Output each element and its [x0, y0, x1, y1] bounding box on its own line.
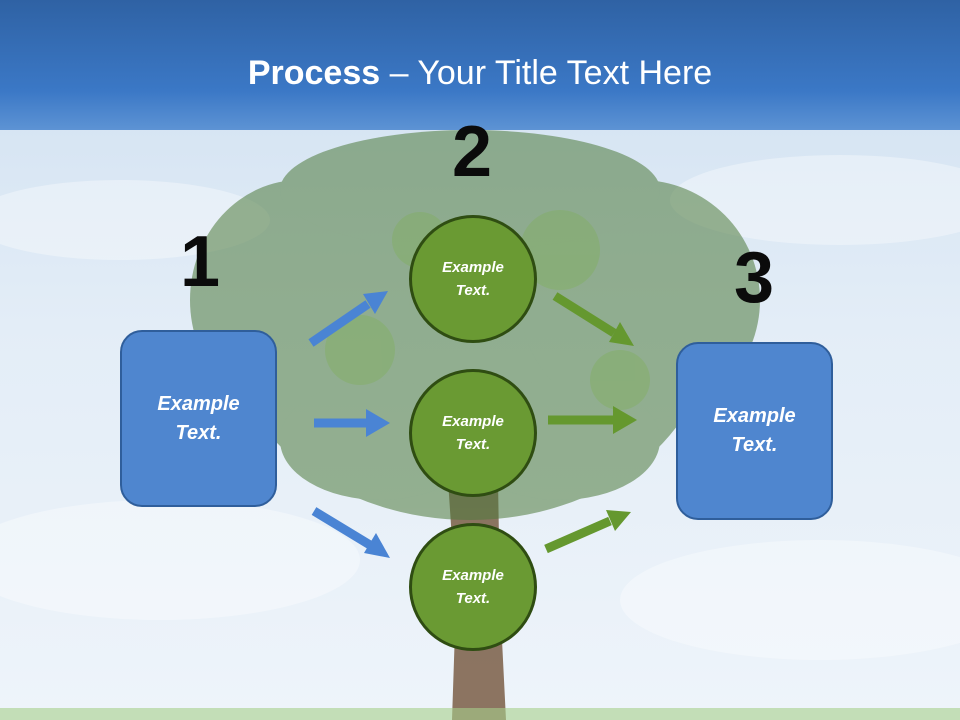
arrow-1-to-2-middle	[314, 409, 390, 437]
step-number-3: 3	[733, 238, 775, 318]
title-bold: Process	[247, 54, 381, 92]
step-3-box: Example Text.	[676, 342, 833, 520]
arrow-2-middle-to-3	[548, 406, 637, 434]
arrow-1-to-2-top	[308, 291, 388, 347]
arrow-2-bottom-to-3	[544, 510, 631, 554]
step-2-node-bottom: Example Text.	[409, 523, 537, 651]
arrow-1-to-2-bottom	[311, 507, 390, 558]
step-2-node-middle: Example Text.	[409, 369, 537, 497]
slide-title: Process – Your Title Text Here	[0, 54, 960, 93]
step-2-node-top: Example Text.	[409, 215, 537, 343]
arrow-2-top-to-3	[552, 292, 634, 346]
title-bar	[0, 0, 960, 130]
step-number-1: 1	[179, 222, 221, 302]
step-1-box: Example Text.	[120, 330, 277, 507]
step-number-2: 2	[451, 112, 493, 192]
title-rest: – Your Title Text Here	[380, 54, 713, 92]
